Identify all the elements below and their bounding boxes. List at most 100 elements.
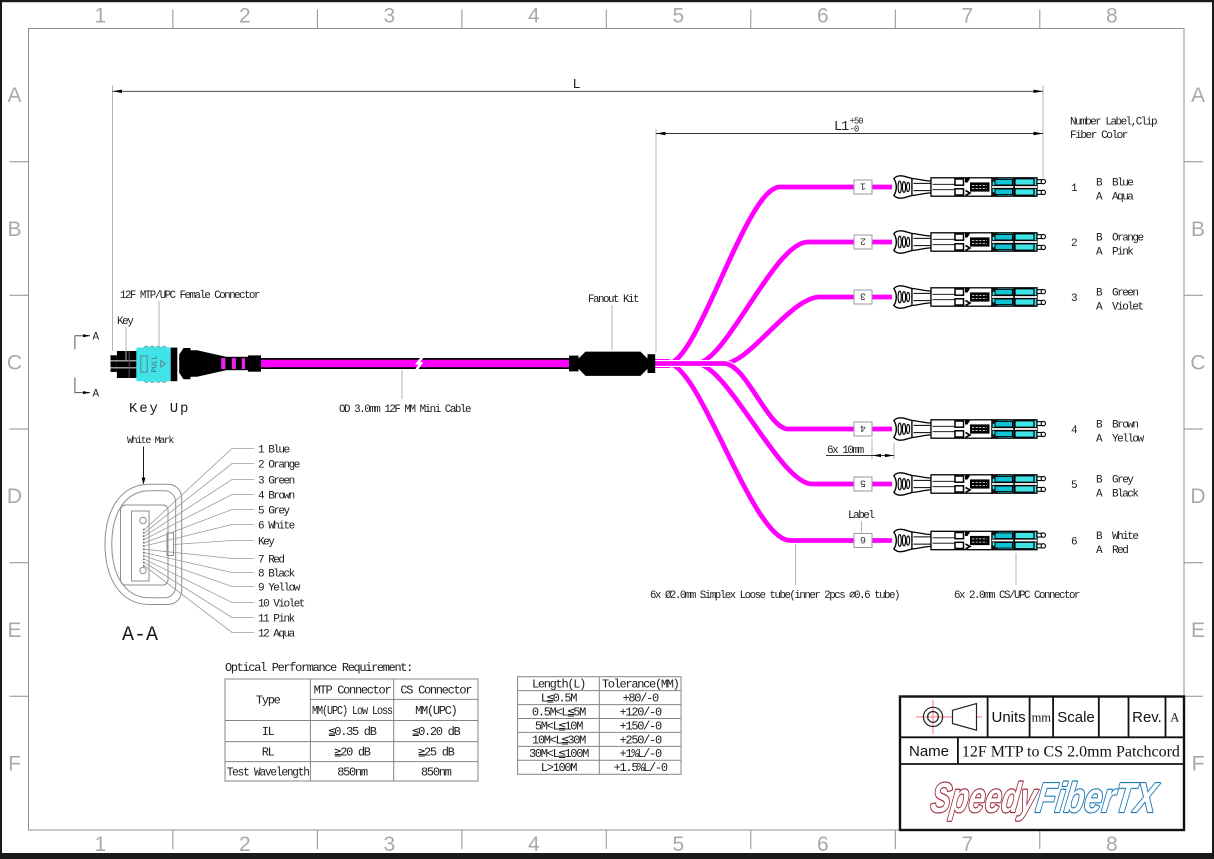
svg-text:Violet: Violet	[1112, 302, 1144, 314]
callout-trunk-cable: OD 3.0mm 12F MM Mini Cable	[339, 404, 471, 416]
zone-row-right: C	[1190, 352, 1205, 375]
fiber-legend-item: 2 Orange	[258, 460, 300, 472]
perf-cell-cs-sub: MM(UPC)	[415, 704, 456, 718]
zone-row-right: F	[1192, 753, 1205, 776]
perf-cell: 850nm	[337, 766, 368, 780]
zone-row-right: B	[1191, 218, 1205, 241]
section-mark-a-bottom: A	[93, 389, 100, 401]
zone-row-left: D	[7, 485, 22, 508]
fiber-legend-item: 11 Pink	[258, 614, 296, 626]
fiber-legend-item: 10 Violet	[258, 599, 305, 611]
tube-6	[655, 360, 892, 544]
fiber-legend-item: 9 Yellow	[258, 583, 301, 595]
section-title: A-A	[122, 624, 158, 647]
dimension-stagger: 6x 10mm	[826, 438, 895, 460]
pull-arrow-icon	[160, 359, 167, 369]
projection-circle-icon	[922, 706, 944, 728]
svg-text:Brown: Brown	[1112, 420, 1138, 432]
cs-connector-3	[893, 285, 1047, 309]
title-block-grid	[900, 696, 1184, 765]
callouts-main: 12F MTP/UPC Female Connector Key Key Up …	[117, 290, 1081, 602]
projection-cone-icon	[951, 702, 978, 731]
title-block: Units mm Scale Rev. A Name 12F MTP to CS…	[898, 695, 1186, 832]
perf-cell-mtp-sub: MM(UPC) Low Loss	[312, 704, 393, 718]
zone-row-left: F	[8, 753, 21, 776]
tol-cell: 10M<L≦30M	[532, 733, 586, 747]
breakout-tubes	[655, 183, 892, 544]
dim-L-label: L	[572, 78, 580, 93]
clip-header-1: Number Label,Clip	[1070, 117, 1157, 129]
trunk-cable	[258, 353, 572, 374]
section-arrow-icon	[83, 391, 91, 395]
fiber-legend-item: 7 Red	[258, 555, 284, 567]
dimension-L: L	[112, 78, 1044, 351]
clip-row-3: 3 B Green A Violet	[1071, 288, 1145, 314]
perf-cell: Test Wavelength	[227, 766, 310, 780]
clip-row-6: 6 B White A Red	[1071, 531, 1140, 557]
tol-cell: +1%L/-0	[620, 747, 662, 761]
tol-header-tolerance: Tolerance(MM)	[602, 678, 679, 692]
tol-cell: L>100M	[541, 761, 578, 775]
tolerance-table-grid	[517, 676, 682, 775]
zone-col-top: 6	[817, 5, 829, 28]
zone-row-left: C	[7, 352, 22, 375]
svg-text:A: A	[1096, 192, 1103, 204]
tolerance-table: Length(L) Tolerance(MM) L≦0.5M +80/-0 0.…	[517, 676, 682, 775]
svg-text:Pink: Pink	[1112, 247, 1134, 259]
section-mark-a-top: A	[93, 332, 100, 344]
perf-cell: ≧25 dB	[418, 746, 455, 760]
white-mark-arrow-icon	[141, 477, 146, 485]
tol-cell: L≦0.5M	[541, 692, 578, 706]
branch-label-4: 4	[853, 421, 873, 437]
border-bottom	[0, 853, 1214, 859]
fiber-legend-item: 1 Blue	[258, 445, 290, 457]
logo-speedy: Speedy	[928, 774, 1041, 821]
tol-cell: 30M<L≦100M	[529, 747, 589, 761]
perf-table: Optical Performance Requirement: Type MT…	[224, 661, 479, 782]
svg-text:Blue: Blue	[1112, 178, 1133, 190]
zone-row-left: E	[7, 619, 21, 642]
section-fiber-dots	[142, 528, 145, 567]
svg-text:2: 2	[860, 235, 866, 246]
projection-symbol	[916, 700, 982, 734]
zone-row-left: B	[7, 218, 21, 241]
units-label: Units	[992, 709, 1026, 726]
svg-text:B: B	[1096, 475, 1103, 487]
cs-connector-2	[893, 230, 1047, 254]
tol-cell: +250/-0	[620, 733, 662, 747]
svg-text:2: 2	[1071, 238, 1077, 250]
zone-col-bottom: 6	[817, 833, 829, 856]
fiber-legend-item: 4 Brown	[258, 491, 295, 503]
svg-text:4: 4	[1071, 425, 1078, 437]
svg-text:1: 1	[1071, 183, 1078, 195]
section-fan-lines	[144, 448, 254, 633]
zone-row-right: E	[1191, 619, 1205, 642]
zone-row-right: A	[1191, 84, 1205, 107]
tol-cell: 0.5M<L≦5M	[532, 705, 586, 719]
fiber-legend-item: 12 Aqua	[258, 629, 296, 641]
brand-logo: Speedy FiberTX	[927, 773, 1163, 822]
branch-label-1: 1	[853, 179, 873, 195]
border-right	[1212, 0, 1214, 859]
callout-key-up: Key Up	[129, 401, 190, 417]
svg-text:Black: Black	[1112, 489, 1139, 501]
perf-cell-mtp-header: MTP Connector	[314, 684, 392, 698]
dim-arrow-right	[1033, 89, 1043, 93]
svg-text:4: 4	[860, 422, 866, 433]
branch-label-3: 3	[853, 289, 873, 305]
tol-cell: +120/-0	[620, 705, 662, 719]
clip-color-legend: Number Label,Clip Fiber Color 1 B Blue A…	[1070, 117, 1158, 558]
zone-col-bottom: 3	[383, 833, 395, 856]
svg-text:5: 5	[1071, 480, 1077, 492]
dim-stagger-label: 6x 10mm	[827, 445, 865, 457]
cs-connector-5	[893, 472, 1047, 496]
fiber-legend-item: Key	[258, 537, 275, 549]
scale-label: Scale	[1057, 709, 1095, 726]
mtp-connector: PULL	[110, 345, 261, 383]
tube-1	[655, 183, 892, 367]
perf-table-title: Optical Performance Requirement:	[225, 661, 412, 675]
svg-text:6: 6	[860, 533, 866, 544]
section-marks: A A	[74, 332, 101, 401]
clip-row-4: 4 B Brown A Yellow	[1071, 420, 1146, 446]
